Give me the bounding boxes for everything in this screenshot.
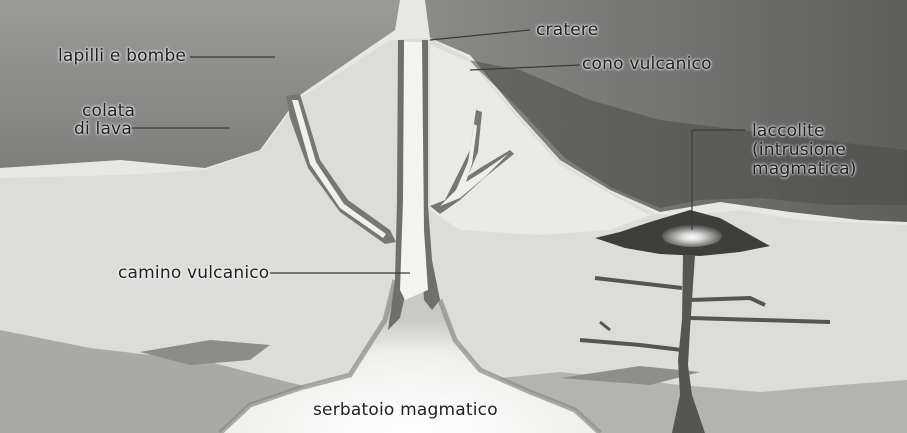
label-cratere: cratere [536,22,598,39]
label-laccolite-line3: magmatica) [752,161,857,178]
label-colata-line2: di lava [74,121,132,138]
label-laccolite-line1: laccolite [752,123,825,140]
label-camino-vulcanico: camino vulcanico [118,265,269,282]
label-serbatoio-magmatico: serbatoio magmatico [313,402,498,419]
label-lapilli-e-bombe: lapilli e bombe [58,48,186,65]
label-laccolite-line2: (intrusione [752,142,846,159]
label-cono-vulcanico: cono vulcanico [582,56,712,73]
label-colata-line1: colata [82,103,135,120]
